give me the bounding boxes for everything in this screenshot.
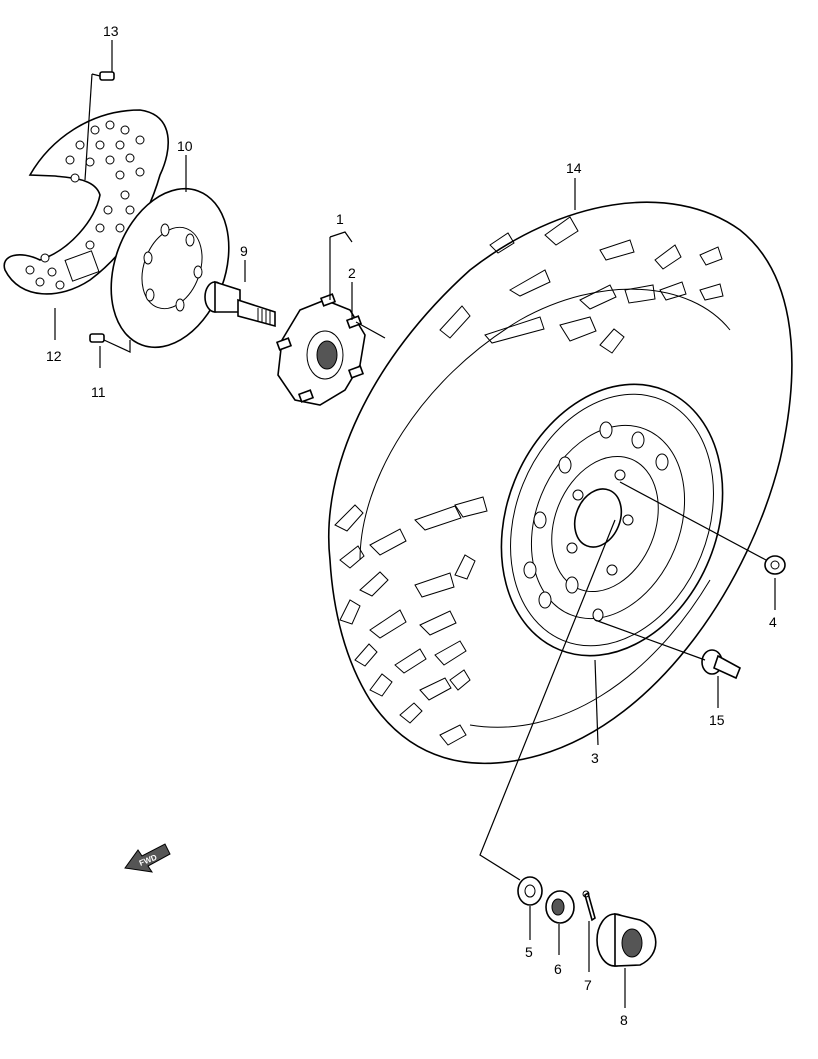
callout-4: 4 <box>769 614 777 630</box>
shield-bolt <box>91 71 115 81</box>
castle-nut <box>545 890 575 924</box>
washer <box>517 876 543 906</box>
callout-2: 2 <box>348 265 356 281</box>
rim <box>500 383 724 657</box>
wheel-nut <box>764 555 786 575</box>
brake-disc <box>110 187 230 349</box>
axle-shaft <box>204 280 276 328</box>
hub-cap <box>596 912 657 967</box>
callout-1: 1 <box>336 211 344 227</box>
leader-lines <box>54 40 776 1008</box>
callout-5: 5 <box>525 944 533 960</box>
brake-shield <box>3 109 170 295</box>
wheel-hub <box>275 293 366 406</box>
callout-3: 3 <box>591 750 599 766</box>
callout-9: 9 <box>240 243 248 259</box>
callout-10: 10 <box>177 138 193 154</box>
callout-7: 7 <box>584 977 592 993</box>
valve-stem <box>701 649 742 680</box>
callout-labels: 1 2 3 4 5 6 7 8 9 10 11 12 13 14 15 <box>46 23 777 1028</box>
callout-6: 6 <box>554 961 562 977</box>
fwd-arrow-icon: FWD <box>124 843 171 873</box>
callout-12: 12 <box>46 348 62 364</box>
callout-15: 15 <box>709 712 725 728</box>
callout-14: 14 <box>566 160 582 176</box>
cotter-pin <box>582 890 596 922</box>
callout-11: 11 <box>91 384 106 400</box>
callout-13: 13 <box>103 23 119 39</box>
disc-bolt <box>89 333 105 343</box>
callout-8: 8 <box>620 1012 628 1028</box>
